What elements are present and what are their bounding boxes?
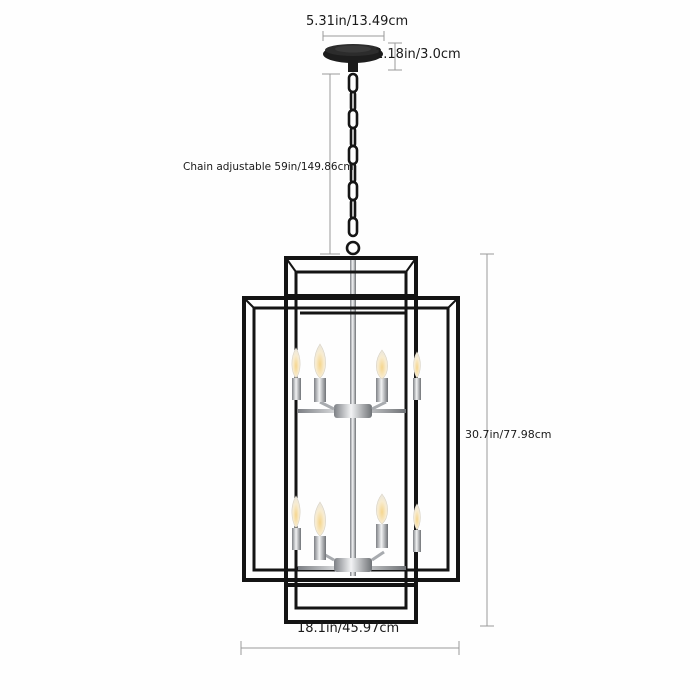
lower-light-tier [291, 493, 421, 572]
chain [345, 72, 361, 256]
chain-length-label: Chain adjustable 59in/149.86cm [183, 161, 354, 173]
dimension-lines [240, 31, 494, 655]
canopy-height-label: 1.18in/3.0cm [375, 47, 461, 62]
body-width-label: 18.1in/45.97cm [297, 621, 400, 636]
front-cage [284, 256, 418, 624]
canopy [323, 44, 383, 72]
body-height-label: 30.7in/77.98cm [465, 428, 552, 441]
canopy-width-label: 5.31in/13.49cm [306, 14, 409, 29]
upper-light-tier [291, 343, 421, 418]
